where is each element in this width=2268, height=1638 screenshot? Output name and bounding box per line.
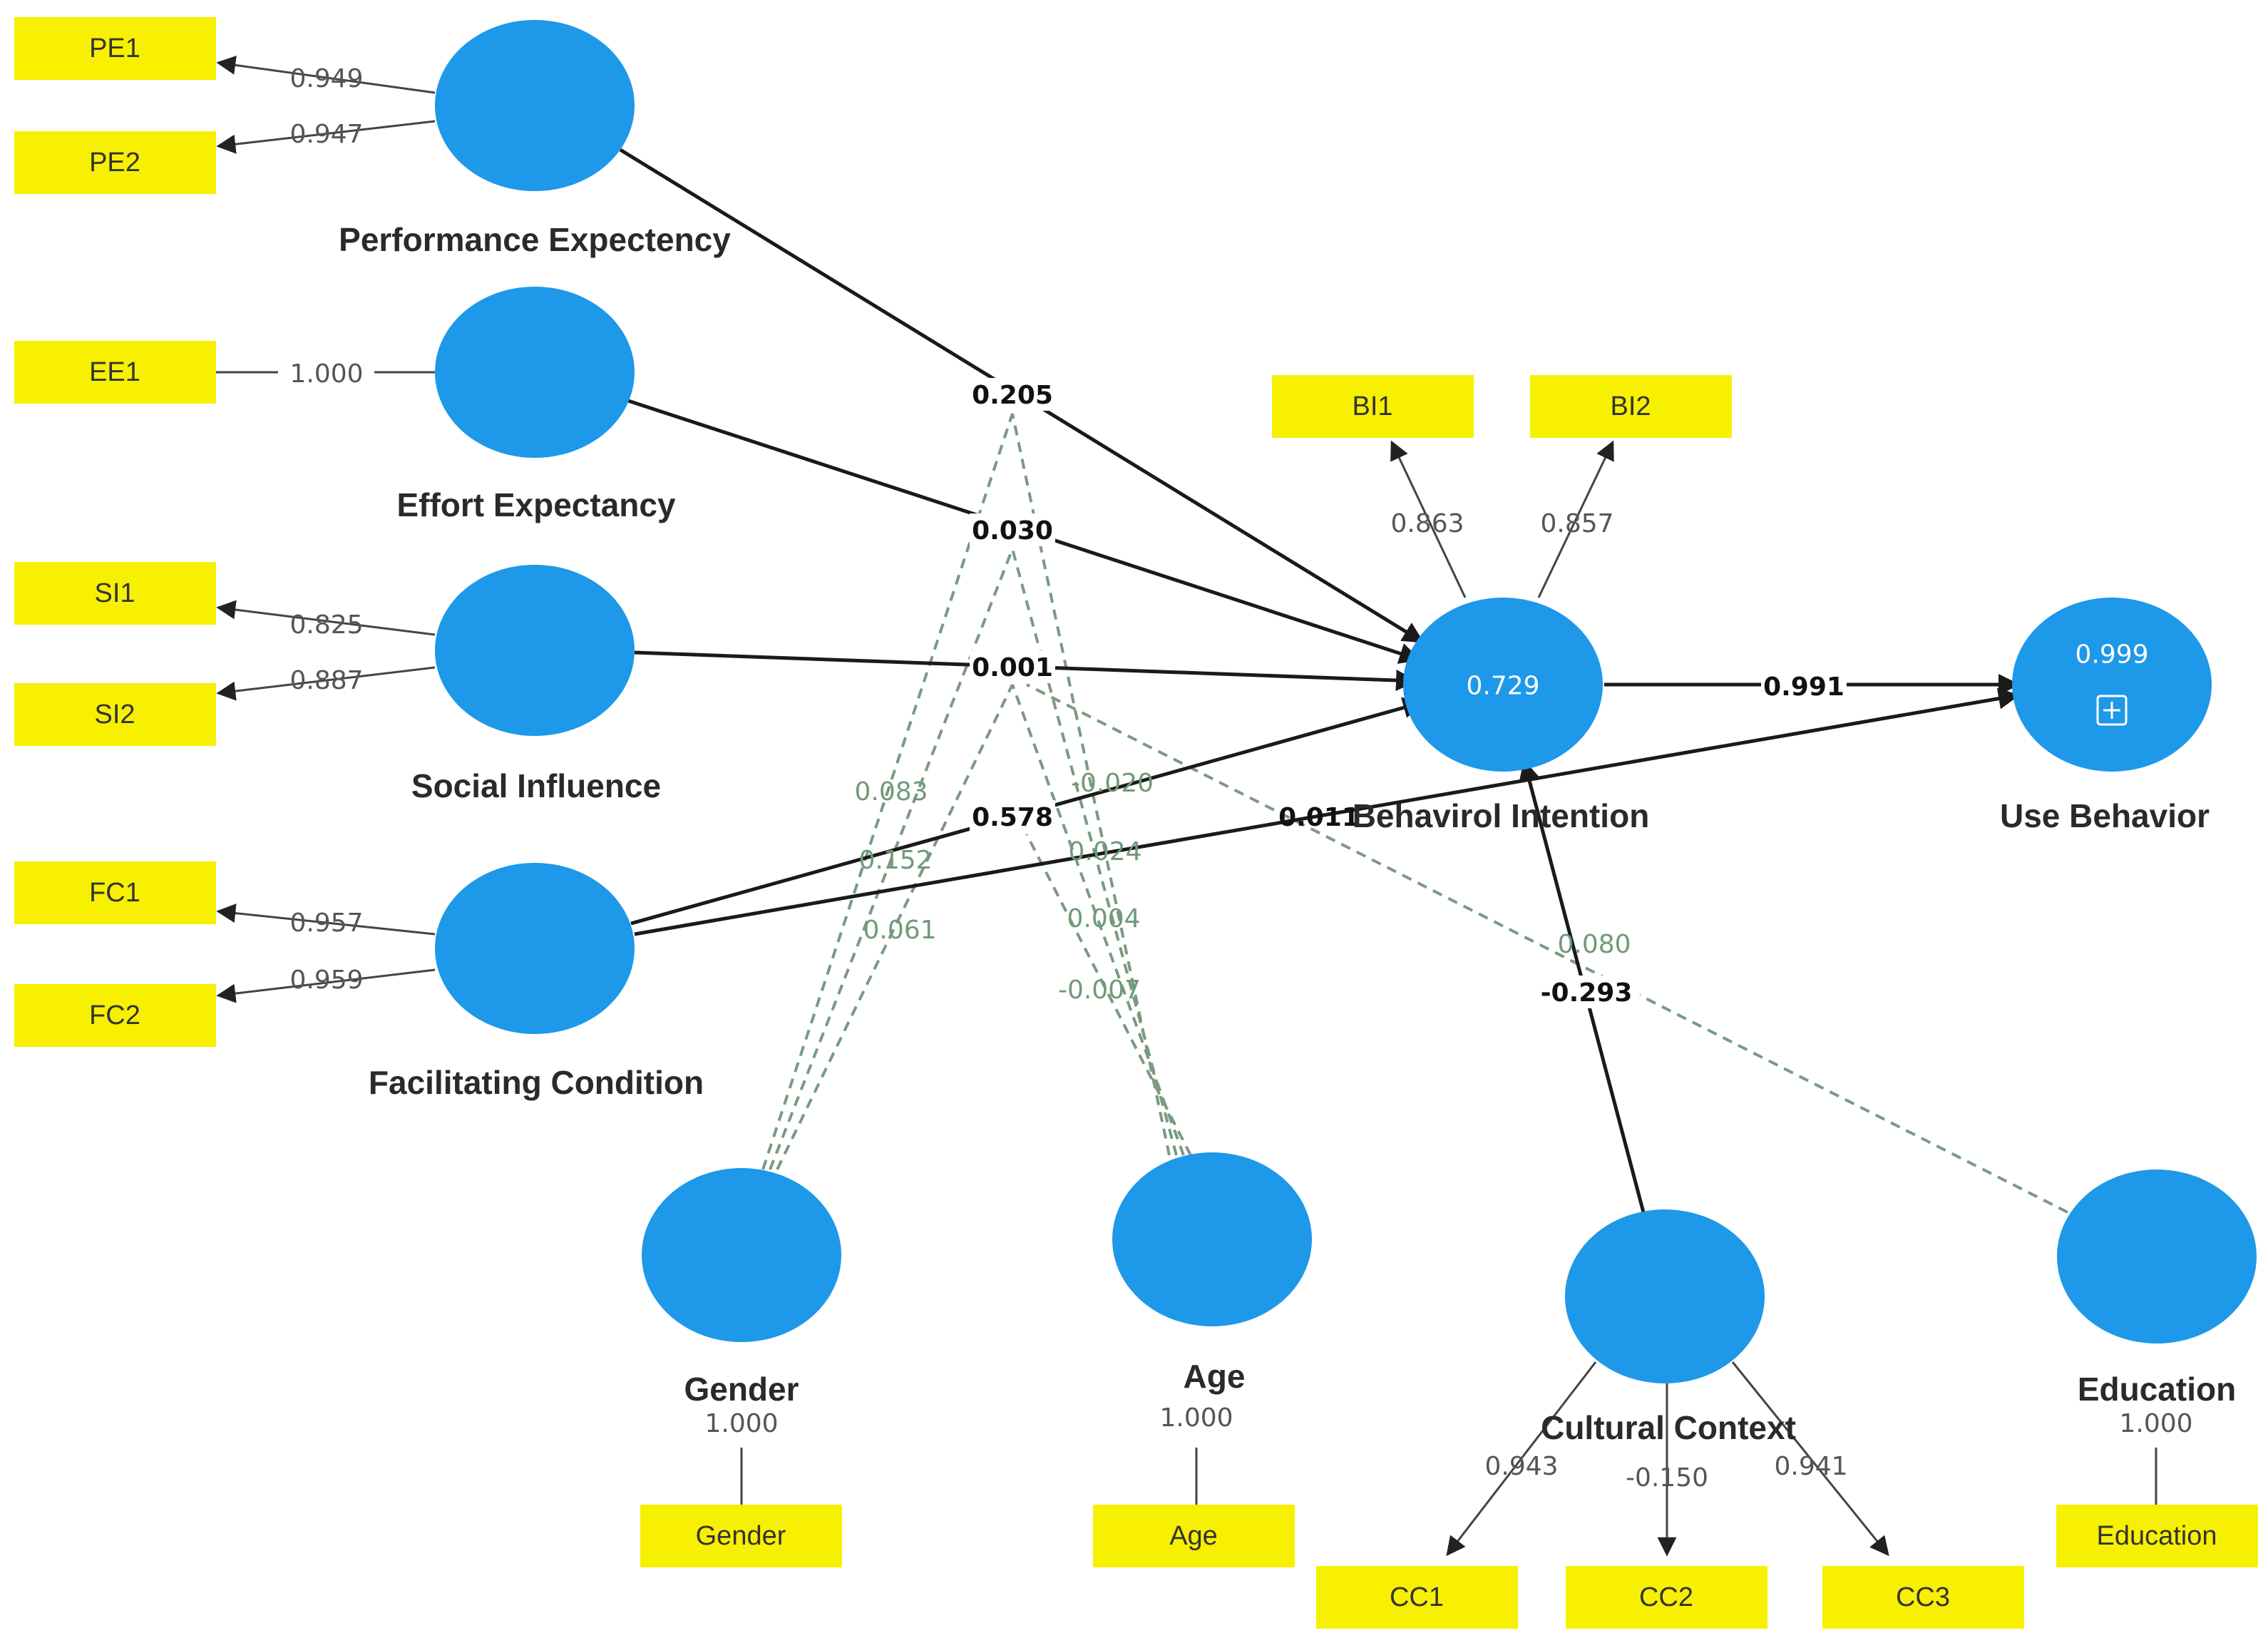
coef-age-1: -0.020	[1071, 769, 1154, 798]
construct-social-influence[interactable]: Social Influence	[411, 565, 661, 804]
construct-education[interactable]: Education	[2057, 1169, 2257, 1408]
construct-label: Performance Expectency	[339, 221, 731, 258]
indicator-si2[interactable]: SI2	[14, 683, 216, 746]
indicator-pe2[interactable]: PE2	[14, 131, 216, 194]
path-coefficients: 0.205 0.030 0.001 0.578 0.011 0.991 -0.2…	[970, 378, 1847, 1008]
svg-text:PE2: PE2	[89, 148, 140, 178]
gender-moderator-path-1	[761, 413, 1014, 1170]
svg-text:CC1: CC1	[1390, 1582, 1444, 1612]
loading-pe1: 0.949	[289, 64, 363, 93]
coef-gender-2: 0.152	[858, 846, 932, 875]
loading-ee1: 1.000	[289, 359, 363, 389]
construct-label: Cultural Context	[1541, 1409, 1796, 1446]
coef-gender-3: 0.061	[863, 916, 936, 945]
svg-text:PE1: PE1	[89, 34, 140, 63]
indicator-education[interactable]: Education	[2056, 1505, 2258, 1567]
loading-lines	[214, 55, 2157, 1557]
construct-label: Effort Expectancy	[396, 486, 676, 523]
loading-si1: 0.825	[289, 610, 363, 640]
construct-performance-expectancy[interactable]: Performance Expectency	[339, 20, 731, 258]
coef-education: 0.080	[1557, 930, 1631, 959]
education-moderator-path	[1026, 683, 2068, 1214]
construct-label: Facilitating Condition	[369, 1064, 704, 1101]
indicator-pe1[interactable]: PE1	[14, 17, 216, 80]
construct-label: Age	[1184, 1358, 1246, 1395]
svg-text:SI1: SI1	[94, 578, 135, 608]
coef-si-bi: 0.001	[972, 653, 1053, 682]
svg-text:Education: Education	[2096, 1521, 2217, 1551]
construct-label: Social Influence	[411, 767, 661, 804]
construct-cultural-context[interactable]: Cultural Context	[1541, 1209, 1796, 1446]
indicator-bi1[interactable]: BI1	[1272, 375, 1474, 438]
loading-cc1: 0.943	[1484, 1452, 1558, 1481]
construct-label: Use Behavior	[2000, 797, 2210, 834]
r-squared-ub: 0.999	[2075, 640, 2148, 670]
loading-cc3: 0.941	[1774, 1452, 1847, 1481]
coef-fc-bi: 0.578	[972, 803, 1053, 832]
construct-label: Behavirol Intention	[1353, 797, 1650, 834]
svg-text:Age: Age	[1169, 1521, 1218, 1551]
moderator-coefficients: 0.083 0.152 0.061 -0.020 0.024 0.004 -0.…	[854, 769, 1631, 1005]
loading-age: 1.000	[1159, 1403, 1233, 1433]
coef-ee-bi: 0.030	[972, 516, 1053, 546]
age-moderator-path-4	[1025, 834, 1192, 1156]
age-moderator-path-2	[1011, 548, 1178, 1156]
construct-label: Gender	[684, 1371, 799, 1408]
svg-text:CC2: CC2	[1639, 1582, 1693, 1612]
loading-values: 0.949 0.947 1.000 0.825 0.887 0.957 0.95…	[278, 64, 2193, 1493]
indicator-fc2[interactable]: FC2	[14, 984, 216, 1047]
loading-cc2: -0.150	[1626, 1463, 1708, 1493]
svg-text:CC3: CC3	[1896, 1582, 1950, 1612]
svg-text:EE1: EE1	[89, 357, 140, 387]
expand-icon[interactable]	[2096, 695, 2128, 726]
r-squared-bi: 0.729	[1466, 672, 1539, 701]
svg-text:FC1: FC1	[89, 878, 140, 908]
construct-label: Education	[2078, 1371, 2236, 1408]
coef-fc-ub: 0.011	[1278, 803, 1360, 832]
loading-bi2: 0.857	[1540, 509, 1613, 538]
coef-pe-bi: 0.205	[972, 381, 1053, 410]
svg-text:Gender: Gender	[696, 1521, 786, 1551]
svg-text:SI2: SI2	[94, 700, 135, 730]
construct-behavioral-intention[interactable]: 0.729 Behavirol Intention	[1353, 598, 1650, 834]
indicator-cc1[interactable]: CC1	[1316, 1566, 1518, 1629]
svg-text:FC2: FC2	[89, 1000, 140, 1030]
coef-bi-ub: 0.991	[1763, 672, 1844, 702]
construct-use-behavior[interactable]: 0.999 Use Behavior	[2000, 598, 2212, 834]
indicator-si1[interactable]: SI1	[14, 562, 216, 625]
loading-si2: 0.887	[289, 666, 363, 695]
indicator-cc2[interactable]: CC2	[1566, 1566, 1767, 1629]
construct-gender[interactable]: Gender	[642, 1168, 841, 1408]
svg-text:BI1: BI1	[1352, 391, 1392, 421]
coef-age-4: -0.007	[1058, 976, 1141, 1005]
coef-age-2: 0.024	[1068, 837, 1141, 866]
loading-fc1: 0.957	[289, 908, 363, 938]
construct-facilitating-condition[interactable]: Facilitating Condition	[369, 863, 704, 1101]
construct-effort-expectancy[interactable]: Effort Expectancy	[396, 287, 676, 523]
coef-cc-bi: -0.293	[1541, 978, 1633, 1008]
loading-fc2: 0.959	[289, 966, 363, 995]
age-moderator-path-3	[1011, 684, 1185, 1156]
loading-pe2: 0.947	[289, 120, 363, 149]
indicator-cc3[interactable]: CC3	[1822, 1566, 2024, 1629]
gender-moderator-path-3	[776, 684, 1014, 1170]
indicator-bi2[interactable]: BI2	[1530, 375, 1732, 438]
indicator-gender[interactable]: Gender	[640, 1505, 842, 1567]
loading-bi1: 0.863	[1390, 509, 1464, 538]
indicator-fc1[interactable]: FC1	[14, 861, 216, 924]
path-fc-ub	[634, 687, 2020, 936]
constructs: Performance Expectency Effort Expectancy…	[339, 20, 2257, 1446]
coef-age-3: 0.004	[1067, 904, 1140, 933]
loading-education: 1.000	[2119, 1409, 2192, 1438]
indicators: PE1 PE2 EE1 SI1 SI2 FC1 FC2 BI1 BI2 Gend…	[14, 17, 2258, 1629]
coef-gender-1: 0.083	[854, 777, 928, 807]
construct-age[interactable]: Age	[1112, 1152, 1312, 1395]
loading-gender: 1.000	[704, 1409, 778, 1438]
indicator-ee1[interactable]: EE1	[14, 341, 216, 404]
svg-text:BI2: BI2	[1610, 391, 1651, 421]
indicator-age[interactable]: Age	[1093, 1505, 1295, 1567]
